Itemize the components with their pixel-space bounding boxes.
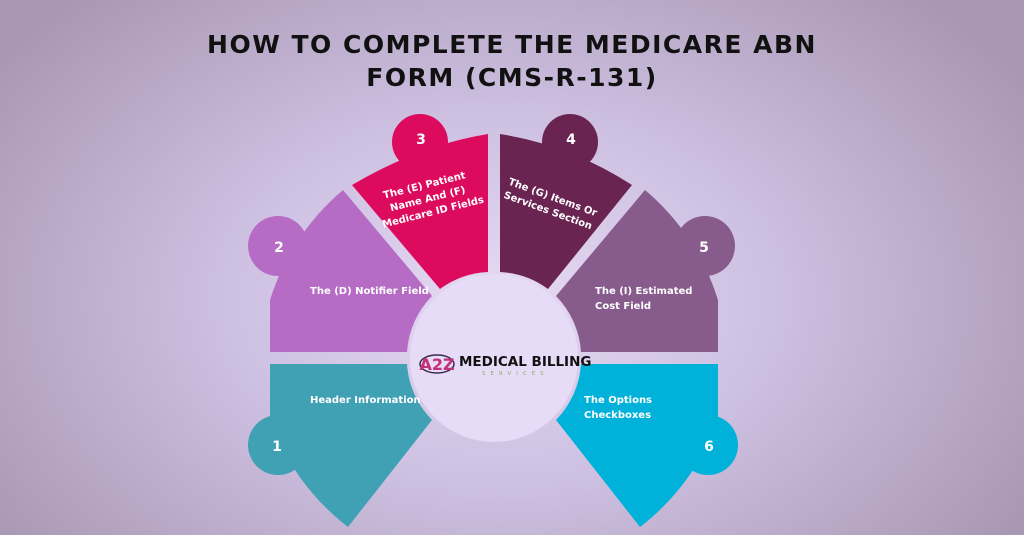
step-1-segment: 1 Header Information [248,364,432,527]
step-5-number: 5 [699,240,709,256]
step-1-number: 1 [272,439,282,455]
title-line-1: HOW TO COMPLETE THE MEDICARE ABN [207,30,817,59]
logo-name: MEDICAL BILLING [459,354,591,370]
step-2-number: 2 [274,240,284,256]
step-6-label-line-1: The Options [584,395,652,406]
step-6-number: 6 [704,439,714,455]
logo-mark: A2Z [419,355,454,374]
step-6-label-line-2: Checkboxes [584,410,651,421]
logo-swoosh-icon [419,354,455,374]
step-5-label-line-2: Cost Field [595,301,651,312]
page-title: HOW TO COMPLETE THE MEDICARE ABN FORM (C… [0,28,1024,94]
step-1-label: Header Information [310,395,421,406]
center-logo: A2Z MEDICAL BILLING SERVICES [410,274,591,442]
step-3-segment: 3 The (E) Patient Name And (F) Medicare … [352,114,488,289]
step-5-segment: 5 The (I) Estimated Cost Field [556,190,735,352]
step-2-segment: 2 The (D) Notifier Field [248,190,432,352]
step-4-segment: 4 The (G) Items Or Services Section [500,114,632,289]
step-4-number: 4 [566,132,576,148]
step-6-segment: 6 The Options Checkboxes [556,364,738,527]
step-3-number: 3 [416,132,426,148]
title-line-2: FORM (CMS-R-131) [366,63,658,92]
logo-subtitle: SERVICES [482,371,549,377]
step-5-label-line-1: The (I) Estimated [595,286,692,297]
step-2-label: The (D) Notifier Field [310,286,429,297]
